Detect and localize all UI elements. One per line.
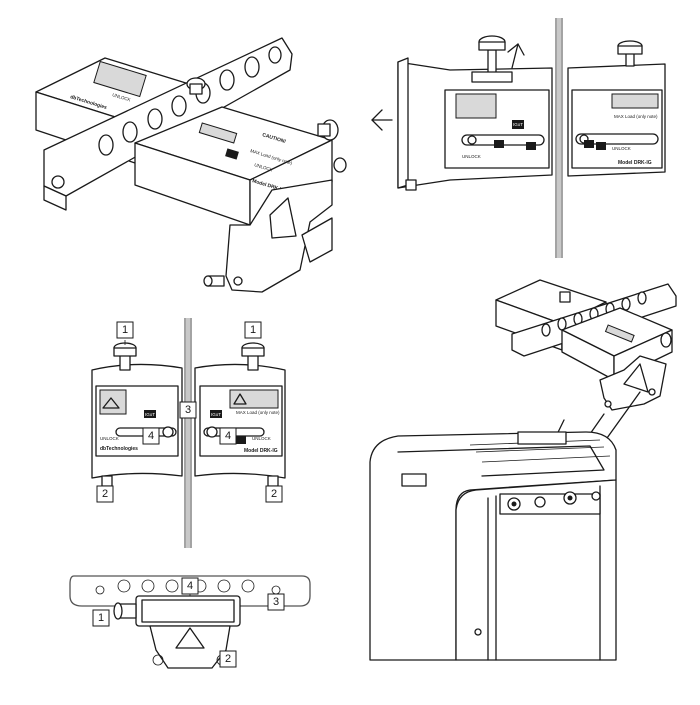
svg-text:2: 2 (102, 488, 108, 500)
top-left-plate: IGoT UNLOCK (397, 35, 553, 191)
top-ig-left: IGoT (513, 122, 523, 127)
bottom-callout-3: 3 (267, 593, 285, 611)
callout-2-left: 2 (96, 485, 114, 503)
svg-text:4: 4 (225, 430, 231, 442)
mid-ig-right: IGoT (211, 412, 221, 417)
panel-top-view: 4 1 3 2 (69, 575, 311, 669)
top-right-maxload: MAX Load (only note) (614, 114, 658, 119)
svg-text:3: 3 (185, 404, 191, 416)
mid-right-plate: MAX Load (only note) IGoT UNLOCK Model D… (194, 342, 286, 487)
right-box-unlock: UNLOCK (254, 162, 273, 172)
callout-2-right: 2 (265, 485, 283, 503)
mid-left-plate: IGoT UNLOCK dbTechnologies (91, 340, 183, 487)
callout-4-right: 4 (219, 427, 237, 445)
svg-text:1: 1 (122, 324, 128, 336)
panel-mount-on-speaker (369, 279, 677, 661)
arrow-up-icon (507, 43, 525, 69)
bracket-arm (43, 37, 293, 211)
arrow-left-icon (371, 109, 393, 131)
svg-text:2: 2 (225, 653, 231, 665)
bracket-knobs (186, 77, 347, 173)
top-left-unlock: UNLOCK (462, 154, 481, 159)
panel-front-view: IGoT UNLOCK dbTechnologies MAX Load (onl… (91, 318, 286, 548)
left-box-unlock: UNLOCK (112, 92, 131, 102)
panel-isometric-bracket: dbTechnologies UNLOCK CAUTION! MAX Load (35, 37, 347, 293)
svg-text:1: 1 (250, 324, 256, 336)
svg-text:4: 4 (187, 580, 193, 592)
callout-1-right: 1 (244, 321, 262, 339)
callout-1-left: 1 (116, 321, 134, 339)
mid-left-unlock: UNLOCK (100, 436, 119, 441)
top-right-plate: MAX Load (only note) UNLOCK Model DRK-IG (567, 40, 666, 177)
bottom-callout-2: 2 (219, 650, 237, 668)
mid-right-model: Model DRK-IG (244, 448, 278, 454)
svg-text:3: 3 (273, 596, 279, 608)
mid-right-maxload: MAX Load (only note) (236, 410, 280, 415)
mid-ig-left: IGoT (145, 412, 155, 417)
speaker-cabinet (369, 431, 617, 661)
callout-4-left: 4 (142, 427, 160, 445)
bottom-callout-4: 4 (181, 577, 199, 595)
top-right-unlock: UNLOCK (612, 146, 631, 151)
svg-text:1: 1 (98, 612, 104, 624)
callout-3-center: 3 (179, 401, 197, 419)
small-bracket (495, 279, 677, 411)
panel-slide-apart: IGoT UNLOCK MAX Load (only note) UNLOCK (371, 18, 666, 258)
top-right-model: Model DRK-IG (618, 160, 652, 166)
bottom-callout-1: 1 (92, 609, 110, 627)
svg-text:4: 4 (148, 430, 154, 442)
svg-text:2: 2 (271, 488, 277, 500)
mid-right-unlock: UNLOCK (252, 436, 271, 441)
bracket-plate (203, 179, 333, 293)
mid-left-brand: dbTechnologies (100, 446, 138, 452)
